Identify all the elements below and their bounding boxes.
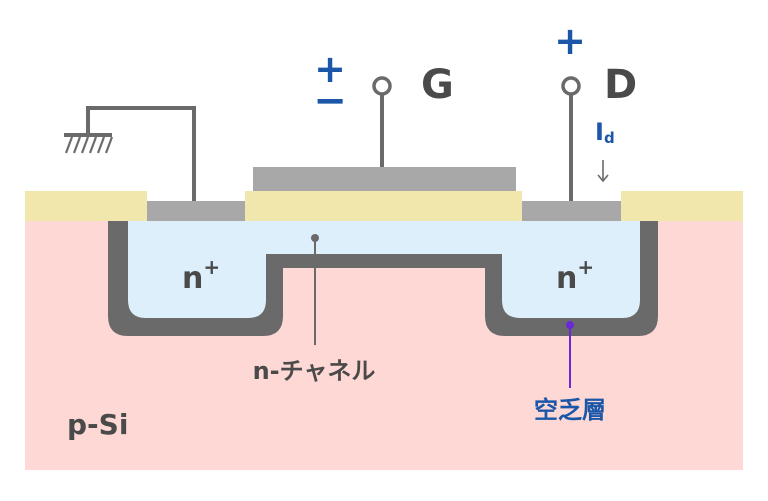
channel-label: n-チャネル: [253, 357, 376, 385]
ground-wire: [86, 106, 196, 201]
depletion-marker-dot: [566, 321, 574, 329]
drain-sign-plus: +: [554, 19, 586, 63]
depletion-layer-label: 空乏層: [534, 396, 606, 424]
drain-current-sub: d: [604, 129, 615, 147]
oxide-right: [621, 191, 743, 221]
drain-current-main: I: [595, 118, 604, 146]
gate-sign-plus: +: [314, 47, 346, 91]
oxide-left: [25, 191, 147, 221]
drain-region-sup: +: [577, 255, 594, 279]
drain-terminal: [561, 76, 581, 96]
source-region-base: n: [182, 261, 203, 296]
source-region-sup: +: [203, 255, 220, 279]
substrate-label: p-Si: [67, 408, 128, 441]
drain-region-base: n: [556, 261, 577, 296]
channel-marker-dot: [311, 234, 319, 242]
drain-current-arrow: [597, 160, 609, 183]
drain-region-label: n+: [556, 255, 594, 296]
drain-contact: [522, 201, 621, 221]
oxide-gate: [245, 191, 522, 221]
n-region: [128, 221, 640, 318]
ground-icon: [64, 136, 114, 154]
gate-electrode: [253, 167, 516, 191]
source-region-label: n+: [182, 255, 220, 296]
gate-label: G: [421, 62, 454, 108]
gate-terminal: [372, 76, 392, 96]
gate-sign-minus: −: [313, 78, 347, 124]
drain-label: D: [604, 62, 637, 108]
source-contact: [147, 201, 245, 221]
drain-current-label: Id: [595, 118, 615, 147]
